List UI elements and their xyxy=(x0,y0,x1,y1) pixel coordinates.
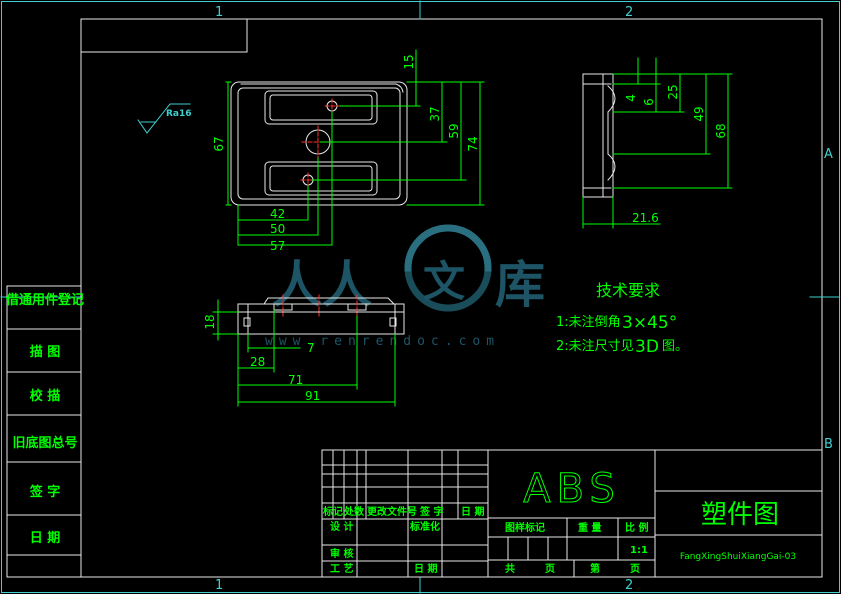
sidebar-row-1: 借通用件登记 xyxy=(5,292,84,308)
side-view xyxy=(582,73,616,198)
dim-57: 57 xyxy=(270,239,285,253)
tb-sheets-label: 页 xyxy=(545,563,555,575)
roughness-symbol: Ra16 xyxy=(137,103,192,134)
dim-21-6: 21.6 xyxy=(632,211,659,225)
watermark-logo-right: 库 xyxy=(495,256,545,314)
tb-weight-label: 重 量 xyxy=(578,521,601,534)
roughness-value: Ra16 xyxy=(166,109,192,119)
tech-line-2c: 图。 xyxy=(662,339,688,354)
tech-line-1a: 1:未注倒角 xyxy=(556,315,621,330)
dim-71: 71 xyxy=(288,373,303,387)
left-sidebar-table: 借通用件登记 描 图 校 描 旧底图总号 签 字 日 期 xyxy=(5,285,84,578)
watermark-url: www.renrendoc.com xyxy=(265,334,500,349)
zone-top-1: 1 xyxy=(215,5,223,20)
zone-right-b: B xyxy=(824,437,833,452)
side-view-dimensions: 4 6 25 49 68 21.6 xyxy=(582,57,733,229)
tb-standard-label: 标准化 xyxy=(409,520,440,533)
dim-15: 15 xyxy=(402,54,416,69)
dim-37: 37 xyxy=(428,106,442,121)
zone-markers: 1 2 1 2 A B xyxy=(215,5,833,593)
dim-25: 25 xyxy=(666,84,680,99)
tech-title: 技术要求 xyxy=(596,281,660,300)
tb-design-label: 设 计 xyxy=(330,520,353,533)
tb-doc-label: 更改文件号 xyxy=(367,505,417,518)
top-view-dimensions: 15 37 59 74 67 42 50 57 xyxy=(212,49,485,253)
tech-line-1b: 3×45° xyxy=(622,313,677,333)
front-view-dimensions: 18 7 28 71 91 xyxy=(203,299,396,407)
sidebar-row-6: 日 期 xyxy=(30,531,61,546)
tb-sheets2-label: 页 xyxy=(630,563,640,575)
zone-bottom-1: 1 xyxy=(215,578,223,593)
dim-59: 59 xyxy=(447,123,461,138)
sidebar-row-5: 签 字 xyxy=(29,484,61,500)
dim-68: 68 xyxy=(714,123,728,138)
dim-7: 7 xyxy=(307,341,315,355)
zone-top-2: 2 xyxy=(625,5,633,20)
dim-49: 49 xyxy=(692,106,706,121)
tb-drawing-name: 塑件图 xyxy=(701,500,779,530)
tech-line-2a: 2:未注尺寸见 xyxy=(556,339,634,354)
tb-count-label: 处数 xyxy=(343,505,365,518)
sidebar-row-4: 旧底图总号 xyxy=(12,435,77,451)
dim-6: 6 xyxy=(642,98,656,106)
dim-4: 4 xyxy=(624,94,638,102)
zone-right-a: A xyxy=(824,147,833,162)
watermark-logo-char: 文 xyxy=(423,257,465,306)
tb-process-label: 工 艺 xyxy=(330,562,353,575)
dim-67: 67 xyxy=(212,136,226,151)
technical-requirements: 技术要求 1:未注倒角 3×45° 2:未注尺寸见 3D 图。 xyxy=(556,281,688,357)
sidebar-row-2: 描 图 xyxy=(30,344,61,360)
dim-74: 74 xyxy=(466,136,480,151)
tb-sheet-no-label: 第 xyxy=(590,562,600,575)
tb-scale-label: 比 例 xyxy=(625,521,648,534)
tb-scale-value: 1:1 xyxy=(630,545,648,556)
tb-date-label: 日 期 xyxy=(461,505,484,518)
dim-18: 18 xyxy=(203,314,217,329)
top-view xyxy=(230,81,408,206)
tb-date2-label: 日 期 xyxy=(414,562,437,575)
title-block: 标记 处数 更改文件号 签 字 日 期 设 计 标准化 审 核 工 艺 日 期 … xyxy=(321,449,823,578)
dim-91: 91 xyxy=(305,389,320,403)
front-view xyxy=(237,294,405,335)
dim-42: 42 xyxy=(270,207,285,221)
tb-sign-label: 签 字 xyxy=(419,505,443,518)
watermark: 人人 文 库 www.renrendoc.com xyxy=(265,224,545,349)
tb-review-label: 审 核 xyxy=(330,547,353,560)
zone-bottom-2: 2 xyxy=(625,578,633,593)
dim-50: 50 xyxy=(270,222,285,236)
tb-stage-mark-label: 图样标记 xyxy=(505,521,545,534)
tb-mark-label: 标记 xyxy=(322,505,343,518)
tech-line-2b: 3D xyxy=(635,337,659,357)
tb-drawing-code: FangXingShuiXiangGai-03 xyxy=(680,552,796,562)
sidebar-row-3: 校 描 xyxy=(30,388,61,404)
dim-28: 28 xyxy=(250,355,265,369)
tb-total-label: 共 xyxy=(505,562,515,575)
tb-material: ABS xyxy=(523,466,621,512)
